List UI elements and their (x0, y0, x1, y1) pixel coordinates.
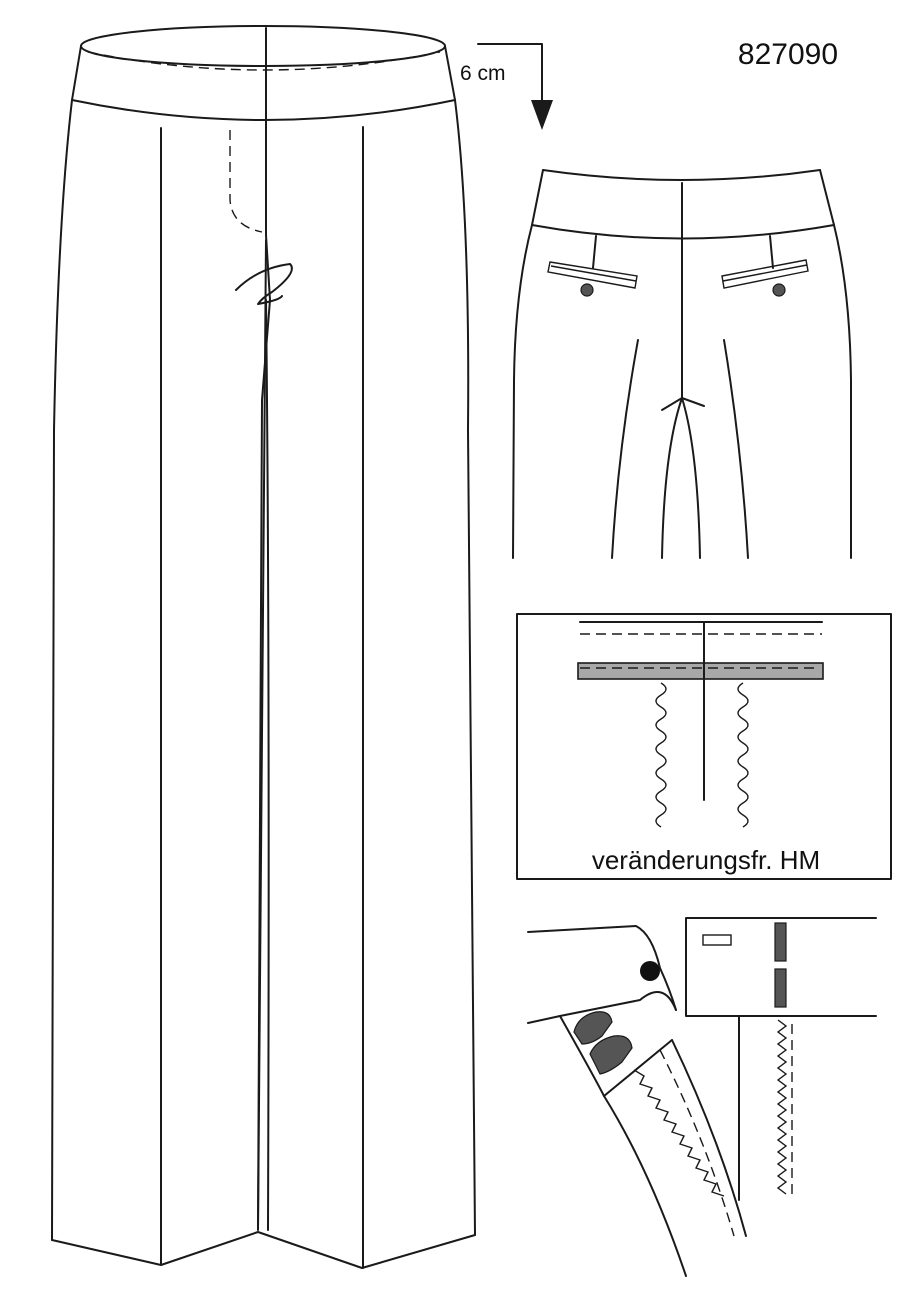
diagonal-zigzag-seam (633, 1069, 725, 1197)
trousers-front-view (51, 25, 476, 1269)
leg-outer-edge (603, 1095, 687, 1277)
waistband-measure-label: 6 cm (460, 62, 506, 85)
vent-detail-caption: veränderungsfr. HM (592, 845, 820, 875)
left-welt-pocket (547, 261, 638, 289)
buttonhole (702, 934, 732, 946)
waistband-topstitch (87, 51, 441, 71)
vent-detail-frame (516, 613, 892, 880)
back-left-side (512, 224, 533, 559)
left-outseam (51, 99, 73, 1241)
belt-loop-bottom (774, 968, 787, 1008)
vertical-zigzag-seam (776, 1019, 788, 1195)
waistband-button (640, 961, 660, 981)
trousers-back-view (512, 169, 852, 559)
right-overlock-seam (737, 682, 749, 828)
back-inseam-left (661, 397, 683, 559)
right-pocket-button (772, 283, 786, 297)
hook-symbol (235, 263, 293, 305)
back-right-side (833, 224, 852, 559)
left-pocket-button (580, 283, 594, 297)
waistband-overlap-panel (685, 917, 877, 1017)
inner-leg-right (265, 299, 270, 1231)
waistband-strip (577, 662, 824, 680)
leg-topstitch (659, 1049, 735, 1237)
leg-inner-edge (671, 1039, 747, 1237)
tab-top (573, 1011, 613, 1045)
inner-leg-left (257, 239, 267, 1229)
right-dart-top (769, 235, 774, 269)
belt-loop-top (774, 922, 787, 962)
waistband-measure-arrow: 6 cm (460, 43, 553, 130)
back-waistband-top (542, 169, 821, 181)
back-left-crease (611, 339, 639, 559)
hem-line (51, 1231, 476, 1269)
waistband-edge (527, 925, 677, 1011)
fly-stitching (229, 130, 263, 233)
back-inseam-right (681, 397, 701, 559)
right-welt-pocket (721, 259, 809, 289)
left-dart-top (592, 235, 597, 269)
right-outseam (454, 99, 476, 1236)
article-number: 827090 (738, 38, 838, 71)
left-overlock-seam (655, 682, 667, 828)
waistband (71, 45, 456, 121)
center-front-seam (257, 119, 271, 1231)
tab-bottom (589, 1035, 633, 1075)
waistband-corner-detail (527, 917, 877, 1277)
back-right-crease (723, 339, 749, 559)
waistband-lower-edge (527, 1015, 673, 1097)
vent-detail: veränderungsfr. HM (516, 613, 892, 880)
